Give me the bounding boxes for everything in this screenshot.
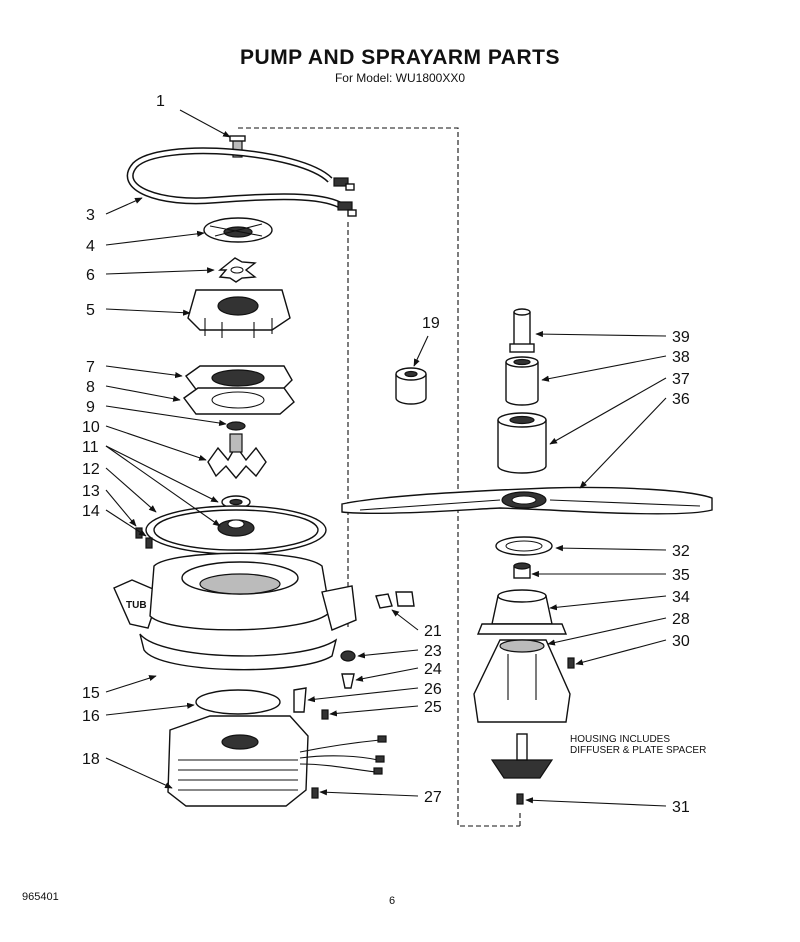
part-19-bushing <box>395 367 427 405</box>
part-31-screw <box>516 793 524 805</box>
tub-sump-assembly <box>113 552 357 671</box>
callout-18: 18 <box>82 751 100 768</box>
callout-27: 27 <box>424 789 442 806</box>
part-39-tube <box>509 308 535 353</box>
callout-14: 14 <box>82 503 100 520</box>
callout-7: 7 <box>86 359 95 376</box>
part-27-screw <box>311 787 319 799</box>
part-38-tube <box>505 356 539 406</box>
part-25-screw <box>321 709 329 720</box>
document-number: 965401 <box>22 891 59 903</box>
part-3-hose <box>126 147 357 217</box>
part-4-impeller <box>203 217 273 243</box>
callout-19: 19 <box>422 315 440 332</box>
part-12-gasket-ring <box>145 505 327 555</box>
callout-15: 15 <box>82 685 100 702</box>
part-21-clamp <box>375 591 415 609</box>
callout-32: 32 <box>672 543 690 560</box>
part-36-sprayarm <box>341 486 713 515</box>
page-number: 6 <box>389 895 396 907</box>
callout-6: 6 <box>86 267 95 284</box>
callout-16: 16 <box>82 708 100 725</box>
callout-5: 5 <box>86 302 95 319</box>
part-18-motor <box>167 715 387 807</box>
part-37-tube <box>497 412 547 474</box>
callout-10: 10 <box>82 419 100 436</box>
housing-note-line1: HOUSING INCLUDES <box>570 734 670 745</box>
callout-12: 12 <box>82 461 100 478</box>
part-23-grommet <box>340 650 356 662</box>
callout-8: 8 <box>86 379 95 396</box>
page-title: PUMP AND SPRAYARM PARTS <box>240 46 560 69</box>
part-24-valve <box>341 673 355 689</box>
callout-37: 37 <box>672 371 690 388</box>
part-28-housing <box>473 639 571 723</box>
part-6-star-washer <box>218 257 257 283</box>
callout-23: 23 <box>424 643 442 660</box>
part-16-motor-plate <box>195 689 281 715</box>
part-34-filter <box>476 589 568 635</box>
part-9-seal <box>226 421 246 431</box>
housing-note-line2: DIFFUSER & PLATE SPACER <box>570 745 706 756</box>
assembly-guide-lines <box>238 127 521 827</box>
callout-9: 9 <box>86 399 95 416</box>
leader-lines <box>105 109 667 807</box>
callout-26: 26 <box>424 681 442 698</box>
callout-1: 1 <box>156 93 165 110</box>
part-26-bracket <box>293 687 307 713</box>
callout-34: 34 <box>672 589 690 606</box>
callout-13: 13 <box>82 483 100 500</box>
part-8-gasket <box>183 387 295 415</box>
callout-25: 25 <box>424 699 442 716</box>
part-7-plate <box>185 365 293 393</box>
part-32-ring <box>495 536 553 556</box>
diffuser <box>490 733 554 779</box>
callout-39: 39 <box>672 329 690 346</box>
callout-28: 28 <box>672 611 690 628</box>
callout-24: 24 <box>424 661 442 678</box>
tub-label: TUB <box>126 600 147 611</box>
part-35-nut <box>513 562 531 579</box>
callout-35: 35 <box>672 567 690 584</box>
callout-labels: 1 3 4 6 5 7 8 9 10 11 12 13 14 15 16 18 … <box>82 93 690 816</box>
part-1-screw <box>229 135 246 158</box>
callout-31: 31 <box>672 799 690 816</box>
callout-4: 4 <box>86 238 95 255</box>
callout-11: 11 <box>82 439 99 456</box>
callout-3: 3 <box>86 207 95 224</box>
callout-30: 30 <box>672 633 690 650</box>
model-subtitle: For Model: WU1800XX0 <box>334 71 466 85</box>
callout-36: 36 <box>672 391 690 408</box>
part-30-screw <box>567 657 575 669</box>
part-10-lower-impeller <box>207 433 267 480</box>
callout-21: 21 <box>424 623 442 640</box>
part-11-seal <box>221 495 251 509</box>
part-14-screw <box>145 537 153 549</box>
part-5-pump-housing <box>187 289 291 338</box>
callout-38: 38 <box>672 349 690 366</box>
